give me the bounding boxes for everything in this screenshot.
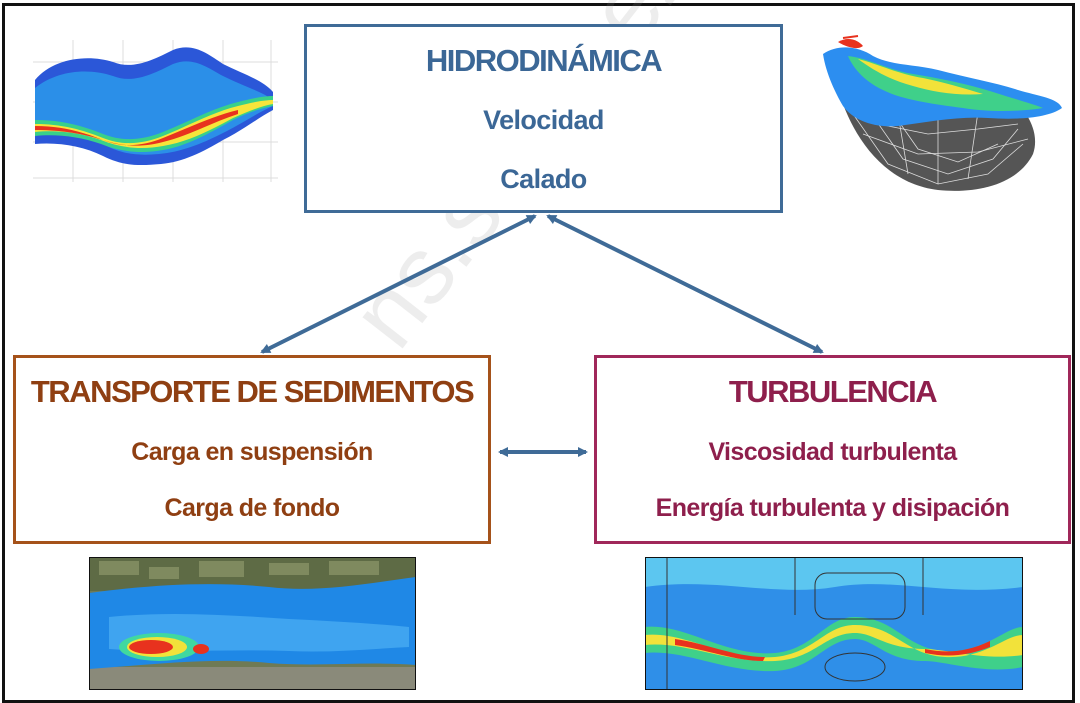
hydrodynamics-box: HIDRODINÁMICA Velocidad Calado (304, 24, 783, 213)
mesh-3d-thumbnail (823, 35, 1062, 191)
hydrodynamics-line-depth: Calado (500, 164, 587, 194)
turbulence-line-energy: Energía turbulenta y disipación (655, 494, 1010, 522)
hydrodynamics-title: HIDRODINÁMICA (425, 43, 663, 78)
hydrodynamics-line-velocity: Velocidad (483, 105, 604, 135)
turbulence-line-viscosity: Viscosidad turbulenta (708, 438, 957, 466)
sediment-line-suspended-load: Carga en suspensión (131, 438, 373, 466)
sediment-transport-box: TRANSPORTE DE SEDIMENTOS Carga en suspen… (13, 355, 491, 544)
sediment-line-bed-load: Carga de fondo (164, 494, 341, 522)
turbulence-title: TURBULENCIA (728, 374, 938, 409)
river-velocity-thumbnail (33, 40, 278, 182)
sediment-transport-title: TRANSPORTE DE SEDIMENTOS (30, 374, 475, 409)
turbulence-field-thumbnail (645, 557, 1023, 690)
sediment-satellite-thumbnail (89, 557, 416, 690)
turbulence-box: TURBULENCIA Viscosidad turbulenta Energí… (594, 355, 1071, 544)
